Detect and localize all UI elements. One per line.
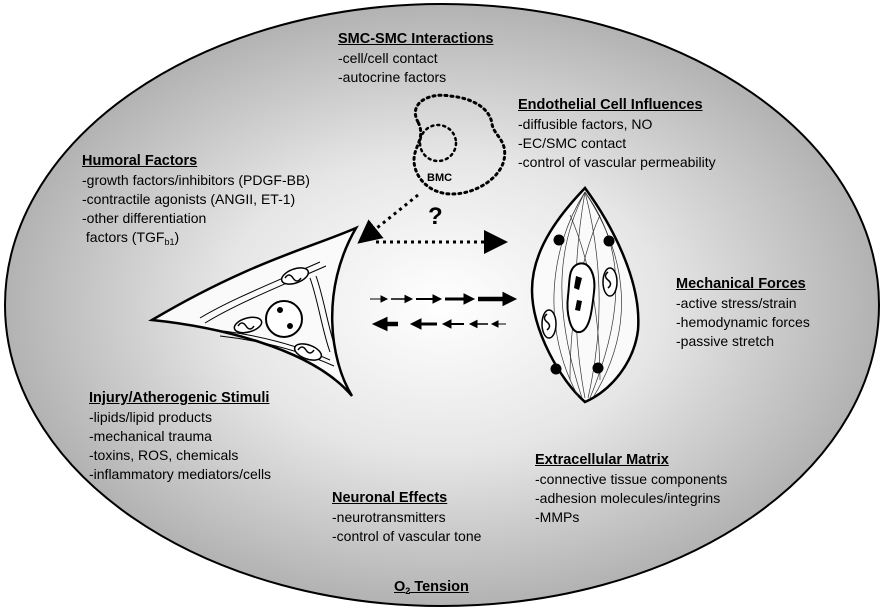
mechanical-item: -active stress/strain xyxy=(676,295,797,311)
neuronal-item: -neurotransmitters xyxy=(332,509,446,525)
o2-rest: Tension xyxy=(410,579,469,595)
humoral-block: Humoral Factors -growth factors/inhibito… xyxy=(82,152,310,247)
o2-tension-heading: O2 Tension xyxy=(394,579,469,596)
humoral-item: -other differentiation xyxy=(82,210,207,226)
smc-smc-block: SMC-SMC Interactions -cell/cell contact … xyxy=(338,30,494,87)
injury-block: Injury/Atherogenic Stimuli -lipids/lipid… xyxy=(89,389,271,484)
ecm-item: -connective tissue components xyxy=(535,471,728,487)
background-ellipse xyxy=(4,3,880,607)
ec-nucleus xyxy=(566,262,596,334)
increasing-arrows-right xyxy=(370,291,518,307)
ecm-heading: Extracellular Matrix xyxy=(535,452,669,468)
smc-smc-heading: SMC-SMC Interactions xyxy=(338,31,494,47)
injury-item: -mechanical trauma xyxy=(89,428,212,444)
endothelial-block: Endothelial Cell Influences -diffusible … xyxy=(518,96,716,172)
humoral-item-last-suffix: ) xyxy=(174,229,180,245)
ec-nucleolus xyxy=(575,300,582,311)
ecm-item: -MMPs xyxy=(535,509,580,525)
smc-nucleus xyxy=(265,300,303,338)
injury-heading: Injury/Atherogenic Stimuli xyxy=(89,390,270,406)
smc-smc-item: -autocrine factors xyxy=(338,69,447,85)
ec-nucleolus xyxy=(574,276,582,290)
endothelial-item: -EC/SMC contact xyxy=(518,135,627,151)
bmc-label: BMC xyxy=(427,172,453,184)
endothelial-item: -diffusible factors, NO xyxy=(518,116,653,132)
bmc-to-smc-arrow xyxy=(357,193,419,244)
neuronal-heading: Neuronal Effects xyxy=(332,490,448,506)
smc-smc-item: -cell/cell contact xyxy=(338,50,438,66)
smc-nucleolus xyxy=(287,323,293,329)
o2-main: O xyxy=(394,579,406,595)
neuronal-block: Neuronal Effects -neurotransmitters -con… xyxy=(332,489,481,546)
ecm-block: Extracellular Matrix -connective tissue … xyxy=(535,451,727,527)
neuronal-item: -control of vascular tone xyxy=(332,528,482,544)
decreasing-arrows-left xyxy=(371,316,506,332)
o2-sub: 2 xyxy=(405,586,411,596)
question-mark: ? xyxy=(428,203,443,230)
mechanical-item: -passive stretch xyxy=(676,333,775,349)
injury-item: -inflammatory mediators/cells xyxy=(89,466,272,482)
ec-dense-bodies xyxy=(550,234,615,375)
humoral-heading: Humoral Factors xyxy=(82,153,198,169)
injury-item: -lipids/lipid products xyxy=(89,409,212,425)
endothelial-item: -control of vascular permeability xyxy=(518,154,716,170)
smc-nucleolus xyxy=(277,307,283,313)
humoral-item: -growth factors/inhibitors (PDGF-BB) xyxy=(82,172,310,188)
humoral-item-last: factors (TGFb1) xyxy=(82,228,310,247)
mechanical-item: -hemodynamic forces xyxy=(676,314,810,330)
ec-mitochondria xyxy=(541,267,618,339)
o2-tension-block: O2 Tension xyxy=(394,577,469,597)
mechanical-heading: Mechanical Forces xyxy=(676,276,806,292)
injury-item: -toxins, ROS, chemicals xyxy=(89,447,239,463)
smc-mitochondria xyxy=(233,267,323,361)
ecm-item: -adhesion molecules/integrins xyxy=(535,490,721,506)
bmc-nucleus xyxy=(418,123,458,163)
humoral-item: -contractile agonists (ANGII, ET-1) xyxy=(82,191,296,207)
humoral-item-last-sub: b1 xyxy=(164,237,175,247)
humoral-item-last-prefix: factors (TGF xyxy=(82,229,165,245)
bmc-cell-outline xyxy=(412,93,507,196)
mechanical-block: Mechanical Forces -active stress/strain … xyxy=(676,275,810,351)
endothelial-heading: Endothelial Cell Influences xyxy=(518,97,703,113)
